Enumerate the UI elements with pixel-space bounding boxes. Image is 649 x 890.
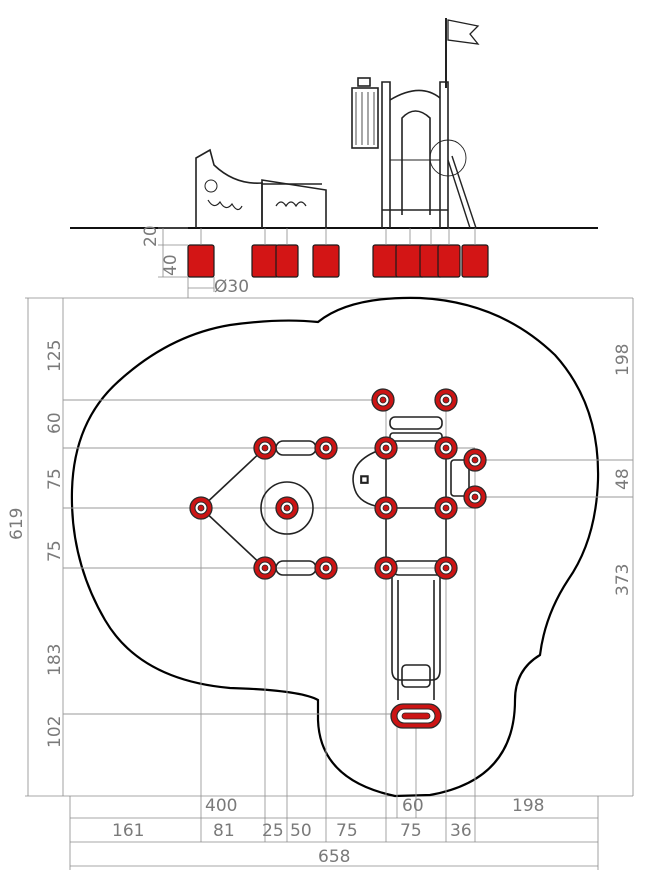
- dim-bottom-400: 400: [205, 796, 237, 816]
- dim-right-2: 48: [613, 468, 633, 490]
- footing: [275, 244, 299, 278]
- posts: [189, 388, 487, 729]
- post: [253, 436, 277, 460]
- post: [371, 388, 395, 412]
- dim-left-6: 102: [45, 716, 65, 748]
- dim-bottom-25: 25: [262, 821, 284, 841]
- dim-bottom-36: 36: [450, 821, 472, 841]
- post: [253, 556, 277, 580]
- dim-left-5: 183: [45, 644, 65, 676]
- post: [374, 496, 398, 520]
- dim-bottom-overall: 658: [318, 847, 350, 867]
- dim-bottom-198: 198: [512, 796, 544, 816]
- post: [314, 556, 338, 580]
- side-elevation: 20 40 Ø30: [70, 18, 598, 298]
- dim-left-1: 125: [45, 340, 65, 372]
- tower-label-mark: ⬚: [360, 475, 369, 485]
- dim-left-3: 75: [45, 468, 65, 490]
- post: [374, 556, 398, 580]
- post: [275, 496, 299, 520]
- post: [189, 496, 213, 520]
- plan-view: ⬚: [7, 296, 634, 870]
- dim-footing-diameter: Ø30: [214, 277, 249, 297]
- dim-bottom-75b: 75: [400, 821, 422, 841]
- post: [434, 496, 458, 520]
- dim-overall-height: 619: [7, 508, 27, 540]
- dim-bottom-60: 60: [402, 796, 424, 816]
- plan-structure: ⬚: [200, 416, 470, 700]
- dim-bottom-50: 50: [290, 821, 312, 841]
- dim-left-4: 75: [45, 540, 65, 562]
- footing: [461, 244, 489, 278]
- flag: [445, 18, 480, 88]
- footing: [372, 244, 400, 278]
- left-dimensions: 619 125 60 75 75 183 102: [7, 298, 65, 796]
- slide-exit-footing: [390, 703, 442, 729]
- safety-zone-outline: [70, 296, 600, 798]
- bottom-dimensions: 400 60 198 161 81 25 50 75 75 36 658: [69, 796, 599, 870]
- tower-structure: [351, 77, 477, 229]
- footing: [187, 244, 215, 278]
- side-view-dimensions: 20 40 Ø30: [141, 225, 249, 298]
- right-dimensions: 198 48 373: [613, 344, 633, 596]
- dim-bottom-81: 81: [213, 821, 235, 841]
- footings-row: [187, 228, 489, 278]
- dim-footing-height: 40: [161, 254, 181, 276]
- post: [434, 388, 458, 412]
- dim-footing-top: 20: [141, 225, 161, 247]
- post: [463, 448, 487, 472]
- dim-bottom-161: 161: [112, 821, 144, 841]
- footing: [251, 244, 279, 278]
- dim-right-1: 198: [613, 344, 633, 376]
- left-panel-structure: [195, 148, 327, 228]
- post: [434, 436, 458, 460]
- dim-right-3: 373: [613, 564, 633, 596]
- post: [314, 436, 338, 460]
- post: [374, 436, 398, 460]
- footing: [312, 244, 340, 278]
- dim-bottom-75a: 75: [336, 821, 358, 841]
- footing: [437, 244, 461, 278]
- post: [434, 556, 458, 580]
- dim-left-2: 60: [45, 412, 65, 434]
- post: [463, 485, 487, 509]
